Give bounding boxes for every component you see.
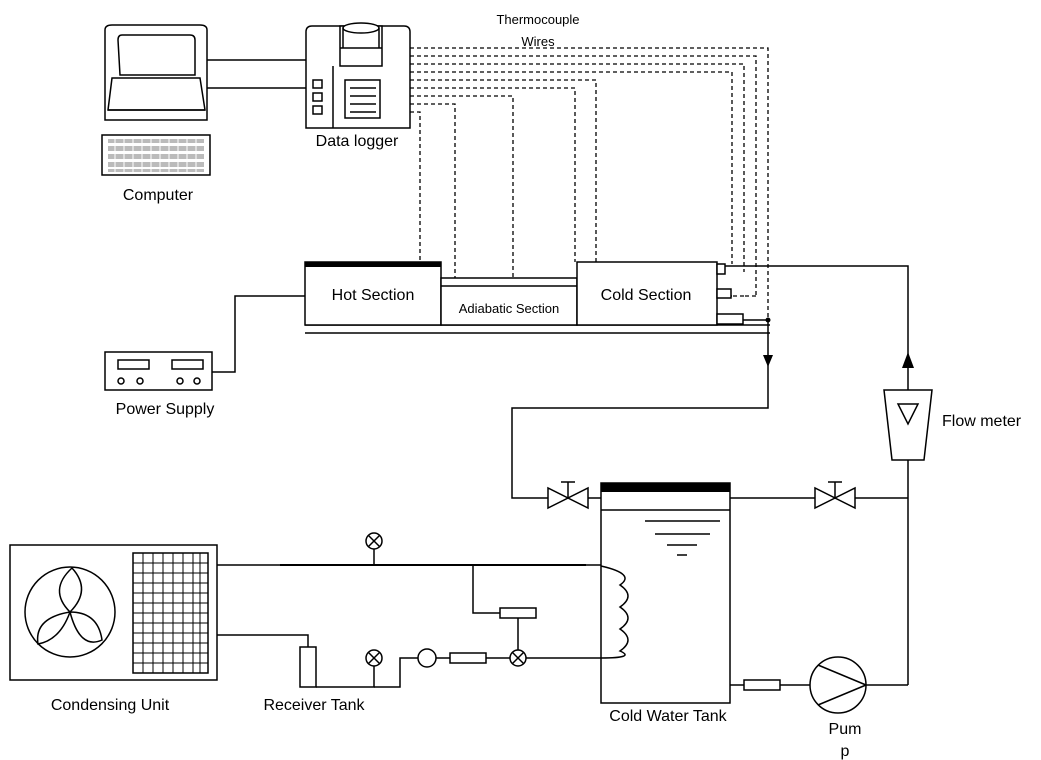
hot-section-label: Hot Section bbox=[332, 287, 415, 304]
computer-icon bbox=[101, 24, 211, 176]
cold-section-label: Cold Section bbox=[601, 287, 692, 304]
txv-sensing-line bbox=[472, 565, 500, 614]
return-pipe bbox=[511, 320, 769, 499]
condensing-unit-label: Condensing Unit bbox=[51, 697, 170, 714]
flow-arrow-down bbox=[763, 355, 773, 367]
adiabatic-section-label: Adiabatic Section bbox=[459, 301, 559, 316]
sight-glass-bottom bbox=[365, 649, 383, 667]
flow-meter-icon bbox=[883, 389, 933, 461]
test-section bbox=[304, 261, 770, 334]
data-logger-label: Data logger bbox=[316, 133, 399, 150]
condensing-unit-icon bbox=[9, 544, 218, 681]
receiver-tank-icon bbox=[299, 646, 317, 688]
pump-label-line1: Pum bbox=[829, 721, 862, 738]
supply-to-cold-section bbox=[725, 265, 909, 390]
valve-left bbox=[547, 481, 589, 510]
expansion-valve bbox=[509, 649, 527, 667]
data-logger-icon bbox=[305, 22, 411, 129]
txv-bulb bbox=[499, 607, 537, 619]
computer-label: Computer bbox=[123, 187, 194, 204]
filter-drier bbox=[449, 652, 487, 664]
pump-icon bbox=[809, 656, 867, 714]
power-supply-label: Power Supply bbox=[116, 401, 215, 418]
flow-meter-label: Flow meter bbox=[942, 413, 1022, 430]
pump-label-line2: p bbox=[841, 743, 850, 760]
keyboard-keys bbox=[108, 139, 204, 172]
thermocouple-label-line1: Thermocouple bbox=[496, 12, 579, 27]
solenoid-valve bbox=[417, 648, 437, 668]
cold-section-box bbox=[576, 261, 718, 326]
receiver-tank-label: Receiver Tank bbox=[263, 697, 365, 714]
thermocouple-wires bbox=[410, 47, 769, 320]
thermocouple-label-line2: Wires bbox=[521, 34, 555, 49]
liquid-line-to-receiver bbox=[217, 634, 309, 647]
pump-inlet-filter bbox=[743, 679, 781, 691]
power-supply-cable bbox=[212, 295, 305, 373]
cold-water-tank-label: Cold Water Tank bbox=[609, 708, 727, 725]
valve-right bbox=[814, 481, 856, 510]
power-supply-icon bbox=[104, 351, 213, 391]
sight-glass-top bbox=[365, 532, 383, 565]
cold-water-tank bbox=[600, 482, 731, 704]
liquid-line bbox=[316, 666, 375, 688]
flow-arrow-up bbox=[902, 352, 914, 368]
